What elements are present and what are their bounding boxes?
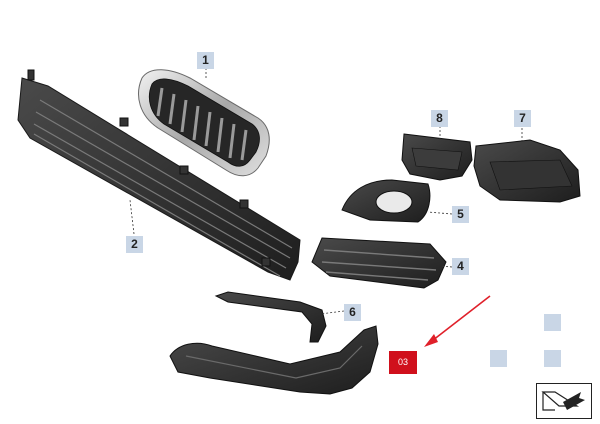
part-bumper-moulding [169, 325, 379, 395]
part-kidney-grille [138, 69, 270, 177]
callout-4[interactable]: 4 [452, 258, 469, 275]
part-side-grille [311, 237, 447, 289]
callout-2[interactable]: 2 [126, 236, 143, 253]
callout-highlighted-03[interactable]: 03 [389, 351, 417, 374]
part-fog-bezel [341, 179, 431, 223]
part-bracket [401, 133, 473, 181]
part-lower-grille [17, 69, 301, 281]
part-trim-strip [214, 291, 327, 343]
navigate-arrow-icon [541, 391, 585, 411]
leader-lines [129, 68, 523, 315]
callout-7[interactable]: 7 [514, 110, 531, 127]
empty-callout-box [544, 350, 561, 367]
callout-6[interactable]: 6 [344, 304, 361, 321]
pointer-arrow [424, 295, 491, 347]
callout-5[interactable]: 5 [452, 206, 469, 223]
navigate-arrow-button[interactable] [536, 383, 592, 419]
empty-callout-box [544, 314, 561, 331]
part-air-duct [473, 139, 581, 203]
callout-8[interactable]: 8 [431, 110, 448, 127]
empty-callout-box [490, 350, 507, 367]
callout-1[interactable]: 1 [197, 52, 214, 69]
